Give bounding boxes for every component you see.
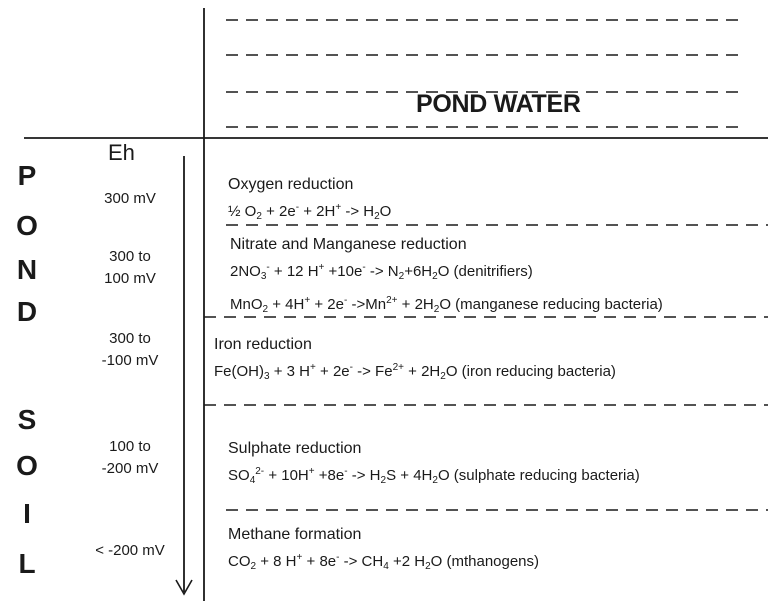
reaction-equation: CO2 + 8 H+ + 8e- -> CH4 +2 H2O (mthanoge…	[228, 552, 540, 572]
soil-letter: I	[23, 498, 31, 529]
eh-value-line: 300 mV	[104, 190, 156, 207]
zone-title: Iron reduction	[214, 336, 312, 353]
soil-letter: O	[16, 210, 38, 241]
reaction-equation: MnO2 + 4H+ + 2e- ->Mn2+ + 2H2O (manganes…	[230, 295, 663, 315]
eh-value-line: 300 to	[109, 248, 151, 265]
eh-value-line: 100 to	[109, 438, 151, 455]
eh-value: 300 to -100 mV	[80, 328, 180, 372]
eh-value-line: 300 to	[109, 330, 151, 347]
soil-letter: N	[16, 254, 38, 285]
soil-letter: L	[18, 548, 36, 579]
soil-letter: D	[16, 296, 38, 327]
reaction-equation: Fe(OH)3 + 3 H+ + 2e- -> Fe2+ + 2H2O (iro…	[214, 362, 616, 382]
reaction-equation: 2NO3- + 12 H+ +10e- -> N2+6H2O (denitrif…	[230, 262, 533, 282]
reaction-equation: ½ O2 + 2e- + 2H+ -> H2O	[228, 202, 392, 222]
pond-water-label: POND WATER	[416, 90, 581, 118]
redox-zone: Oxygen reduction ½ O2 + 2e- + 2H+ -> H2O	[228, 174, 391, 229]
redox-zone: Nitrate and Manganese reduction 2NO3- + 1…	[230, 234, 663, 322]
zone-title: Sulphate reduction	[228, 440, 362, 457]
eh-header: Eh	[108, 140, 135, 165]
eh-value-line: < -200 mV	[95, 542, 165, 559]
eh-arrow-head	[175, 579, 193, 596]
soil-letter: S	[17, 404, 37, 435]
eh-value-line: -200 mV	[101, 460, 159, 477]
eh-value: 300 to 100 mV	[80, 246, 180, 290]
eh-value-line: 100 mV	[104, 270, 156, 287]
zone-title: Oxygen reduction	[228, 176, 354, 193]
zone-title: Nitrate and Manganese reduction	[230, 236, 467, 253]
eh-value-line: -100 mV	[101, 352, 159, 369]
soil-letter: O	[16, 450, 38, 481]
eh-value: < -200 mV	[80, 540, 180, 562]
eh-value: 100 to -200 mV	[80, 436, 180, 480]
zone-title: Methane formation	[228, 526, 362, 543]
eh-value: 300 mV	[80, 188, 180, 210]
reaction-equation: SO42- + 10H+ +8e- -> H2S + 4H2O (sulphat…	[228, 466, 640, 486]
soil-letter: P	[17, 160, 37, 191]
